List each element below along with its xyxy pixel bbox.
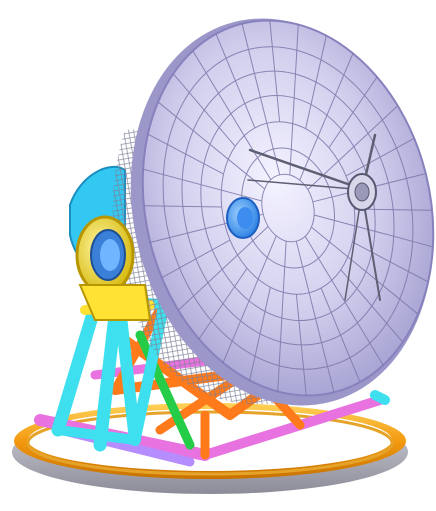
dish-panel-spoke <box>299 53 354 181</box>
dish-panel-spoke <box>340 269 404 343</box>
dish-panel-spoke <box>177 226 269 311</box>
dish-panel-spoke <box>289 24 299 176</box>
dish-panel-spoke <box>269 20 281 122</box>
dish-panel-spoke <box>157 101 265 190</box>
main-reflector-dish <box>130 18 435 406</box>
dish-panel-spoke <box>311 226 419 315</box>
dish-panel-spoke <box>295 241 335 393</box>
dish-panel-spoke <box>161 239 231 279</box>
dish-panel-spoke <box>328 76 378 149</box>
dish-panel-spoke <box>345 137 415 177</box>
dish-panel-spoke <box>142 168 263 202</box>
dish-panel-spoke <box>172 73 236 147</box>
dish-panel-spoke <box>320 287 361 383</box>
dish-panel-spoke <box>192 50 272 180</box>
dish-panel-spoke <box>277 240 287 392</box>
dish-panel-spoke <box>222 235 277 363</box>
dish-panel-spoke <box>304 236 384 366</box>
dish-panel-spoke <box>295 294 307 396</box>
dish-panel-spoke <box>198 267 248 340</box>
elevation-bearing <box>75 215 152 321</box>
dish-panel-spoke <box>143 205 222 208</box>
subreflector <box>347 173 377 211</box>
dish-panel-spoke <box>215 33 256 129</box>
dish-panel-spoke <box>249 287 271 381</box>
dish-panel-spoke <box>313 214 434 248</box>
dish-panel-spoke <box>305 35 327 129</box>
dish-panel-spoke <box>147 133 224 175</box>
dish-hub <box>226 197 260 239</box>
dish-panel-spoke <box>241 23 281 175</box>
dish-panel-spoke <box>352 241 429 283</box>
